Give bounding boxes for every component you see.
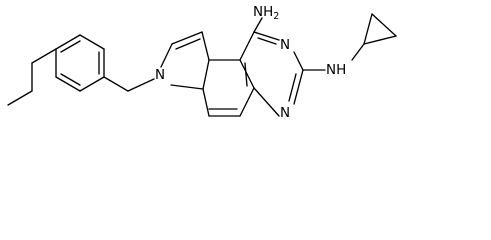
bond-cp-1 (363, 35, 397, 45)
bond-benz-4 (79, 76, 105, 92)
methylene-linker (103, 76, 155, 92)
bond-isopropyl-ring (31, 48, 57, 64)
bond-benz-double-3 (60, 73, 81, 86)
bond-pyr-3 (201, 31, 210, 61)
bond-benz-2 (79, 34, 105, 50)
bond-benz-5 (55, 76, 81, 92)
benzene-ring (55, 34, 105, 92)
bond-pym-3 (293, 51, 304, 71)
bond-cp-2 (371, 13, 397, 37)
bond-pyr-double (175, 38, 201, 50)
secondary-amine-label: NH (326, 62, 346, 78)
ring-n-top-label: N (280, 37, 290, 53)
ring-n-bottom-label: N (280, 105, 290, 121)
bond-ch2-ring (103, 76, 129, 92)
amine-label: NH2 (253, 4, 279, 22)
bond-pym-5 (253, 87, 280, 117)
bond-pym-4 (293, 69, 304, 105)
bond-pyr-2 (171, 31, 203, 45)
bond-pyr-4 (202, 59, 210, 90)
bond-ch2-n (127, 78, 155, 92)
bond-cen-5 (202, 88, 210, 117)
bond-cen-3 (239, 87, 255, 117)
bond-cen-2 (239, 59, 255, 89)
bond-cen-double-2 (244, 62, 248, 87)
bond-benz-1 (55, 34, 81, 50)
pyrimidine-ring (239, 31, 304, 117)
bond-pym-2 (253, 31, 280, 41)
bond-pyr-5 (170, 84, 204, 90)
pyrrole-n-label: N (155, 67, 165, 83)
bond-cp-3 (363, 13, 373, 45)
structure-canvas: NH2 N N N NH (7, 4, 397, 121)
bond-pym-double-2 (288, 73, 297, 102)
pyrrole-ring (160, 31, 210, 90)
bond-nh2 (253, 17, 263, 33)
bond-pym-1 (239, 31, 255, 61)
bond-nh-cp (351, 43, 365, 61)
bond-isopropyl-ch3-a (7, 90, 33, 106)
bond-benz-double-1 (60, 40, 81, 53)
bond-pym-double-1 (257, 37, 277, 45)
central-ring (202, 59, 255, 117)
cyclopropylamine-group (302, 13, 397, 71)
isopropyl-group (7, 48, 57, 106)
chemical-structure: NH2 N N N NH (7, 4, 397, 121)
bond-pyr-1 (160, 43, 173, 68)
